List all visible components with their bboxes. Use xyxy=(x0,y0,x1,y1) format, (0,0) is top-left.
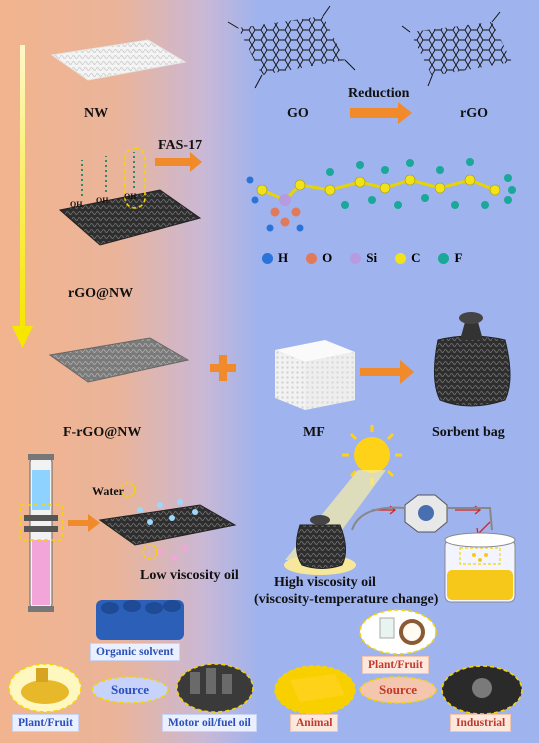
high-viscosity-bag xyxy=(284,515,356,575)
label-sorbent-bag: Sorbent bag xyxy=(432,425,505,440)
f-rgo-nw-fabric xyxy=(48,337,190,383)
label-organic-solvent: Organic solvent xyxy=(90,643,180,661)
legend-label-f: F xyxy=(454,250,463,265)
label-oh-3: OH xyxy=(124,192,137,201)
source-left-ellipse xyxy=(91,676,169,704)
legend-item-c: C xyxy=(395,250,420,266)
nw-fabric xyxy=(50,39,187,81)
label-high-viscosity-sub: (viscosity-temperature change) xyxy=(254,592,439,607)
legend-label-o: O xyxy=(322,250,333,265)
legend-item-h: H xyxy=(262,250,288,266)
label-go: GO xyxy=(287,106,309,121)
label-oh-1: OH xyxy=(70,200,83,209)
collection-beaker xyxy=(444,532,516,603)
plant-fruit-coconut-photo xyxy=(359,609,437,655)
label-industrial: Industrial xyxy=(450,714,512,732)
label-high-viscosity: High viscosity oil xyxy=(274,575,376,590)
motor-oil-photo xyxy=(176,663,254,713)
label-nw: NW xyxy=(84,106,109,121)
mf-to-bag-arrow xyxy=(360,360,414,384)
low-viscosity-mesh xyxy=(98,482,237,561)
legend-item-si: Si xyxy=(350,250,377,266)
animal-fat-photo xyxy=(274,665,356,715)
label-fas17: FAS-17 xyxy=(158,138,203,153)
label-oh-2: OH xyxy=(96,196,109,205)
industrial-photo xyxy=(441,665,523,715)
legend-swatch-si xyxy=(350,252,362,264)
plus-sign xyxy=(210,355,236,381)
source-right-ellipse xyxy=(359,676,437,704)
organic-solvent-drums xyxy=(96,600,184,640)
label-source-right: Source xyxy=(378,682,418,697)
label-rgo: rGO xyxy=(460,106,488,121)
legend-label-si: Si xyxy=(366,250,378,265)
label-source-left: Source xyxy=(110,682,150,697)
rgo-nw-assembly xyxy=(58,147,202,246)
flow-tube xyxy=(351,506,493,531)
legend-swatch-f xyxy=(438,252,450,264)
legend-label-h: H xyxy=(278,250,289,265)
label-f-rgo-nw: F-rGO@NW xyxy=(63,425,142,440)
element-legend: H O Si C F xyxy=(262,250,462,266)
pump-icon xyxy=(404,494,448,533)
go-sheet xyxy=(227,5,356,89)
label-animal: Animal xyxy=(290,714,339,732)
legend-item-f: F xyxy=(438,250,462,266)
filtration-column xyxy=(19,454,63,612)
column-zoom-arrow xyxy=(68,514,100,532)
label-water: Water xyxy=(92,484,124,498)
legend-swatch-o xyxy=(306,252,318,264)
label-rgo-nw: rGO@NW xyxy=(68,286,134,301)
label-plant-fruit-right: Plant/Fruit xyxy=(362,656,429,674)
legend-swatch-h xyxy=(262,252,273,264)
legend-label-c: C xyxy=(411,250,421,265)
label-motor-oil: Motor oil/fuel oil xyxy=(162,714,257,732)
plant-fruit-oil-photo xyxy=(8,663,82,713)
fas17-molecule xyxy=(246,158,516,232)
legend-swatch-c xyxy=(395,252,407,264)
mf-cube xyxy=(275,340,355,410)
reduction-arrow xyxy=(350,102,412,124)
label-plant-fruit-left: Plant/Fruit xyxy=(12,714,79,732)
label-mf: MF xyxy=(303,425,325,440)
sorbent-bag xyxy=(434,312,511,407)
label-low-viscosity: Low viscosity oil xyxy=(140,568,239,583)
process-vertical-arrow xyxy=(12,45,33,348)
legend-item-o: O xyxy=(306,250,332,266)
rgo-sheet xyxy=(401,11,512,87)
label-reduction: Reduction xyxy=(348,86,410,101)
